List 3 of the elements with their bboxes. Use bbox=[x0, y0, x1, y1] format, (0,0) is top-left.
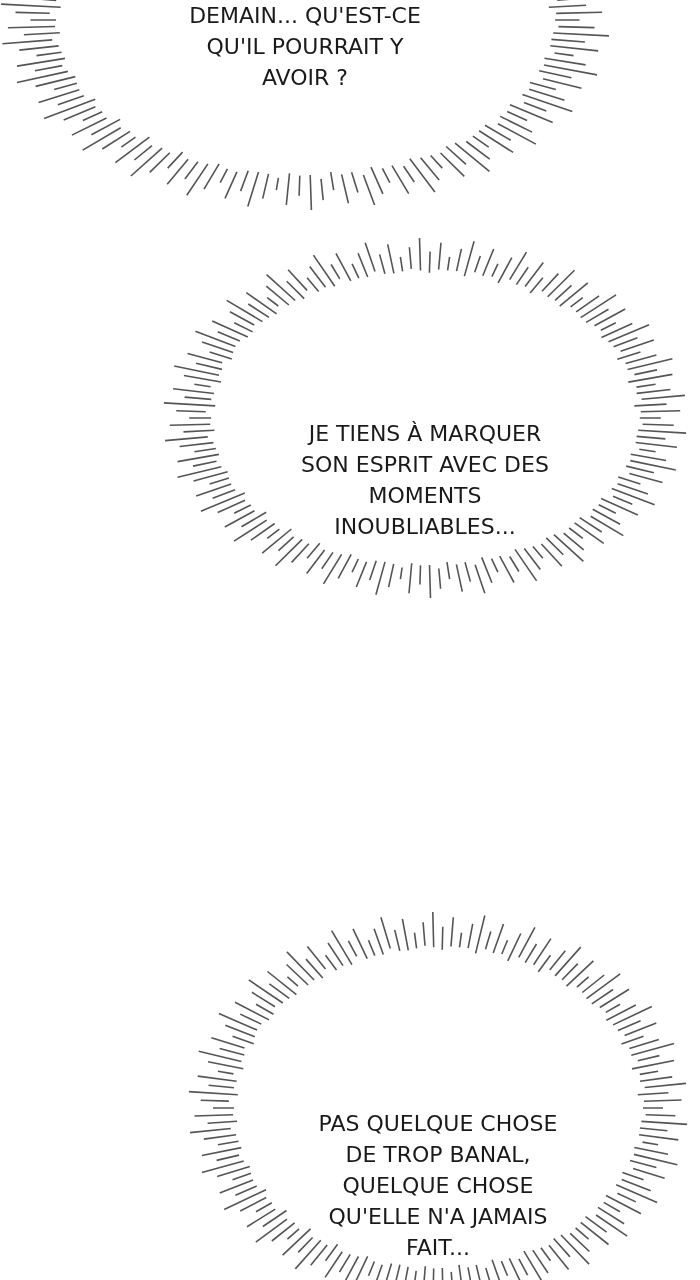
bubble-text: JE TIENS À MARQUER SON ESPRIT AVEC DES MOMENTS INOUBLIABLES... bbox=[300, 420, 550, 541]
bubble-text: PAS QUELQUE CHOSE DE TROP BANAL, QUELQUE CHOSE QU'ELLE N'A JAMAIS FAIT... bbox=[317, 1110, 559, 1262]
bubble-text: DEMAIN... QU'EST-CE QU'IL POURRAIT Y AVOIR ? bbox=[188, 2, 422, 92]
